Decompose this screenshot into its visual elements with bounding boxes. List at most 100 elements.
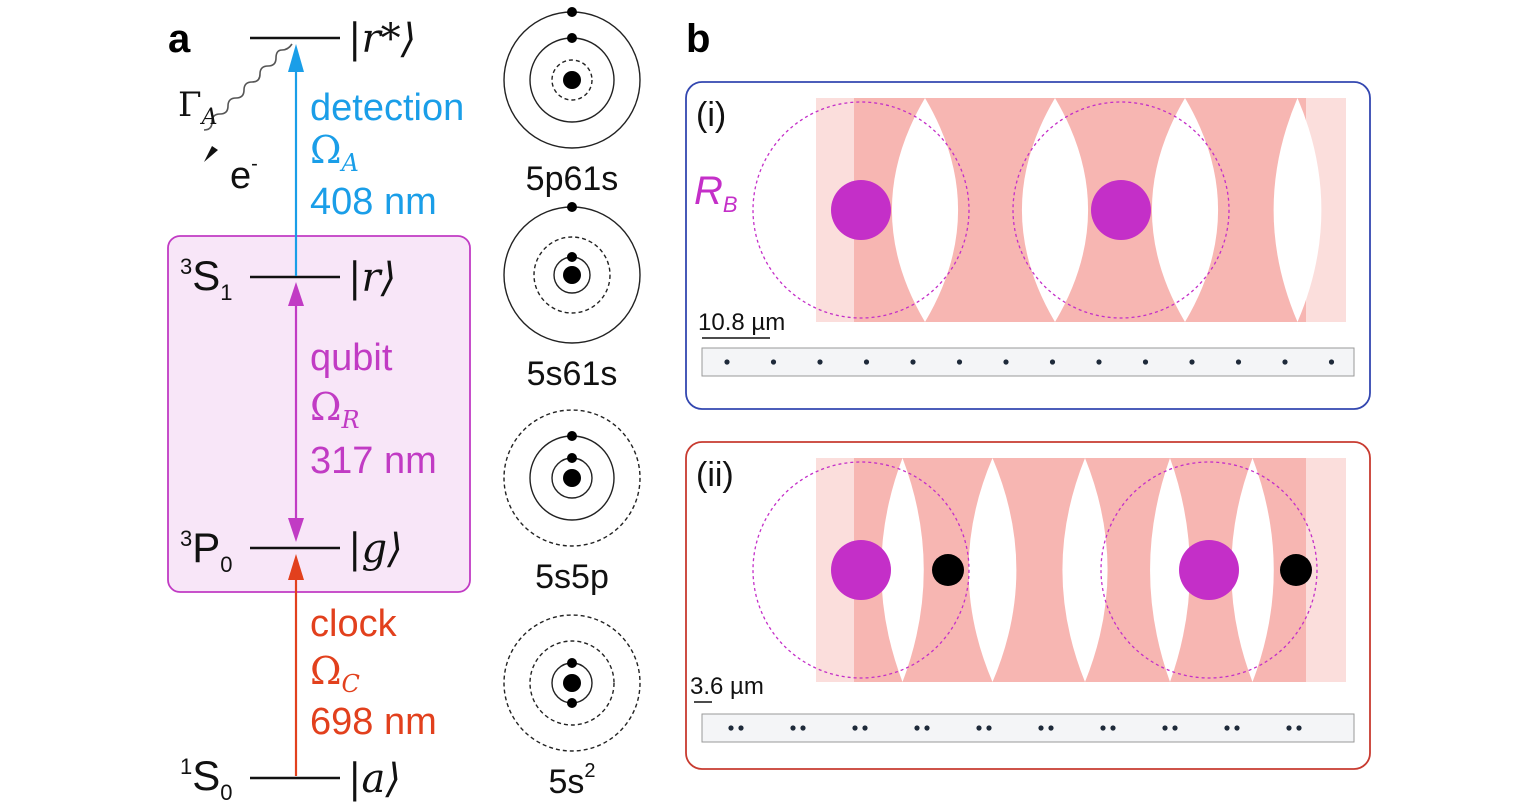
atom-spot <box>956 359 963 365</box>
qubit-arrow <box>288 282 304 542</box>
electron <box>567 33 577 43</box>
beam-gap <box>891 98 959 322</box>
svg-text:ΩC: ΩC <box>310 649 360 698</box>
atom-spot <box>1096 359 1102 365</box>
nucleus <box>563 71 581 89</box>
subpanel-label: (ii) <box>696 456 734 494</box>
orbital-2: 5s61s <box>503 202 641 393</box>
detection-labels: detection ΩA 408 nm <box>310 87 464 223</box>
atom-spot <box>1282 359 1288 365</box>
qubit-subspace-box <box>167 235 471 593</box>
atom-spot <box>817 359 823 365</box>
atom-spot <box>914 725 920 731</box>
electron <box>567 453 577 463</box>
rydberg-atom <box>831 180 891 240</box>
electron <box>567 658 577 668</box>
atom-spot <box>852 725 858 731</box>
atom-spot <box>1296 725 1302 731</box>
rydberg-atom <box>1091 180 1151 240</box>
atom-spot <box>1172 725 1178 731</box>
atom-spot <box>910 359 916 365</box>
atom-spot <box>863 359 870 365</box>
atom-spot <box>1328 359 1335 365</box>
atom-spot <box>1224 725 1230 731</box>
atom-spot <box>862 725 868 731</box>
beam-gap <box>1150 458 1190 682</box>
svg-text:408 nm: 408 nm <box>310 181 437 223</box>
beam-gap <box>1151 98 1219 322</box>
ket-g: |g⟩ <box>348 526 403 572</box>
atom-spot <box>976 725 982 731</box>
beam-fade <box>1306 98 1348 322</box>
scale-bar-label: 3.6 µm <box>690 673 764 700</box>
svg-text:317 nm: 317 nm <box>310 440 437 482</box>
clock-wavelength: 698 nm <box>310 701 437 743</box>
electron <box>567 252 577 262</box>
atom-spot <box>1234 725 1240 731</box>
atom-spot <box>1038 725 1044 731</box>
subpanel-label: (i) <box>696 96 726 134</box>
fluorescence-image <box>701 347 1355 377</box>
svg-text:detection: detection <box>310 87 464 129</box>
clock-labels: clock ΩC 698 nm <box>310 603 437 743</box>
ket-rstar: |r*⟩ <box>348 16 416 62</box>
rydberg-atom <box>1179 540 1239 600</box>
blockade-radius-circle <box>752 101 970 319</box>
beam-gap <box>968 458 1017 682</box>
atom-spot <box>1048 725 1054 731</box>
atom-spot <box>738 725 744 731</box>
atom-spot <box>986 725 992 731</box>
fluorescence-image <box>701 713 1355 743</box>
atom-spot <box>790 725 796 731</box>
electron <box>567 7 577 17</box>
atom-spot <box>770 359 777 365</box>
beam-gap <box>881 458 924 682</box>
qubit-labels: qubit ΩR 317 nm <box>310 337 437 482</box>
nucleus <box>563 266 581 284</box>
blockade-radius-circle <box>1100 461 1318 679</box>
svg-text:ΩA: ΩA <box>310 128 359 177</box>
subpanel-2: (ii) 3.6 µm <box>685 441 1371 770</box>
atom-spot <box>924 725 930 731</box>
svg-text:ΩR: ΩR <box>310 385 360 434</box>
atom-spot <box>1189 359 1195 365</box>
decay-wavy-line <box>203 43 293 131</box>
electron <box>567 431 577 441</box>
atom-spot <box>724 359 730 365</box>
orbital-3: 5s5p <box>503 409 641 596</box>
ground-atom <box>1280 554 1312 586</box>
rydberg-atom <box>831 540 891 600</box>
atom-spot <box>1235 359 1242 365</box>
orbit-shell <box>529 640 615 726</box>
atom-spot <box>1142 359 1149 365</box>
nucleus <box>563 674 581 692</box>
ket-a: |a⟩ <box>348 756 401 802</box>
term-a: 1S0 <box>180 752 233 802</box>
svg-text:qubit: qubit <box>310 337 393 379</box>
atom-spot <box>1049 359 1056 365</box>
orbit-shell <box>533 236 611 314</box>
detection-arrow <box>288 44 304 276</box>
orbit-shell <box>551 59 593 101</box>
electron <box>567 698 577 708</box>
orbital-1: 5p61s <box>503 7 641 198</box>
electron <box>567 202 577 212</box>
atom-spot <box>1286 725 1292 731</box>
nucleus <box>563 469 581 487</box>
orbit-shell <box>503 614 641 752</box>
atom-spot <box>800 725 806 731</box>
atom-spot <box>728 725 734 731</box>
panel-a-label: a <box>168 17 191 61</box>
scale-bar-label: 10.8 µm <box>698 309 785 336</box>
atom-spot <box>1162 725 1168 731</box>
electron-label: e- <box>230 153 258 197</box>
clock-arrow <box>288 554 304 776</box>
beam-gap <box>1231 458 1274 682</box>
term-g: 3P0 <box>180 524 233 577</box>
ground-atom <box>932 554 964 586</box>
orbit-shell <box>503 409 641 547</box>
orbital-4: 5s2 <box>503 614 641 801</box>
